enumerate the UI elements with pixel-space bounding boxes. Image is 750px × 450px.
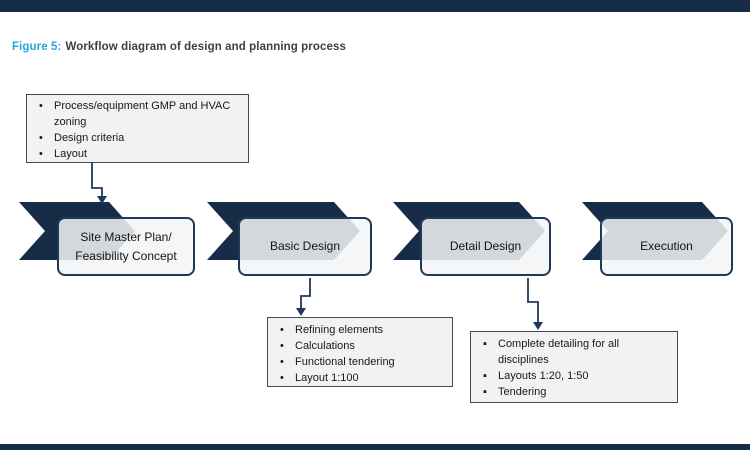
figure-caption: Workflow diagram of design and planning …: [65, 41, 346, 53]
figure-title: Figure 5:Workflow diagram of design and …: [12, 41, 346, 53]
bullet-dot-icon: •: [280, 356, 284, 368]
note-item-text: Process/equipment GMP and HVAC zoning: [54, 100, 231, 128]
note-item: • Layout 1:100: [278, 370, 444, 386]
note-box-site-master-plan: • Process/equipment GMP and HVAC zoning …: [26, 94, 249, 163]
page-header-bar: [0, 0, 750, 12]
note-item-text: Functional tendering: [295, 356, 395, 368]
note-item-text: Layout: [54, 148, 88, 160]
note-box-detail-design: ▪ Complete detailing for all disciplines…: [470, 331, 678, 403]
note-item-text: Calculations: [295, 340, 355, 352]
step-label-line: Feasibility Concept: [75, 248, 177, 263]
note-item-text: Complete detailing for all disciplines: [498, 338, 620, 366]
process-step-execution: Execution: [600, 217, 733, 276]
bullet-square-icon: ▪: [483, 386, 487, 398]
note-item: ▪ Layouts 1:20, 1:50: [481, 368, 669, 384]
bullet-dot-icon: •: [39, 132, 43, 144]
note-item: ▪ Tendering: [481, 384, 669, 400]
note-item-text: Tendering: [498, 386, 547, 398]
bullet-dot-icon: •: [280, 340, 284, 352]
note-item: • Process/equipment GMP and HVAC zoning: [37, 98, 240, 130]
note-item-text: Layouts 1:20, 1:50: [498, 370, 589, 382]
step-label-line: Detail Design: [449, 239, 522, 253]
process-step-site-master-plan: Site Master Plan/ Feasibility Concept: [57, 217, 195, 276]
connector-elbow-2: [300, 278, 311, 309]
step-label-line: Site Master Plan/: [80, 229, 172, 244]
bullet-dot-icon: •: [39, 100, 43, 112]
process-step-detail-design: Detail Design: [420, 217, 551, 276]
connector-elbow-3: [527, 278, 539, 323]
connector-elbow-1: [91, 162, 103, 197]
page-footer-bar: [0, 444, 750, 450]
step-label-line: Execution: [640, 239, 693, 253]
note-item: • Functional tendering: [278, 354, 444, 370]
note-item: • Calculations: [278, 338, 444, 354]
note-item: • Layout: [37, 146, 240, 162]
note-item: • Design criteria: [37, 130, 240, 146]
note-item-text: Design criteria: [54, 132, 125, 144]
note-item: • Refining elements: [278, 322, 444, 338]
bullet-square-icon: ▪: [483, 370, 487, 382]
note-item: ▪ Complete detailing for all disciplines: [481, 336, 669, 368]
bullet-dot-icon: •: [280, 324, 284, 336]
process-step-basic-design: Basic Design: [238, 217, 372, 276]
arrowhead-down-icon: [533, 322, 543, 330]
step-label-line: Basic Design: [269, 239, 341, 253]
arrowhead-down-icon: [296, 308, 306, 316]
bullet-square-icon: ▪: [483, 338, 487, 350]
figure-number-label: Figure 5:: [12, 41, 62, 53]
bullet-dot-icon: •: [39, 148, 43, 160]
note-item-text: Layout 1:100: [295, 372, 359, 384]
note-item-text: Refining elements: [295, 324, 384, 336]
bullet-dot-icon: •: [280, 372, 284, 384]
note-box-basic-design: • Refining elements • Calculations • Fun…: [267, 317, 453, 387]
